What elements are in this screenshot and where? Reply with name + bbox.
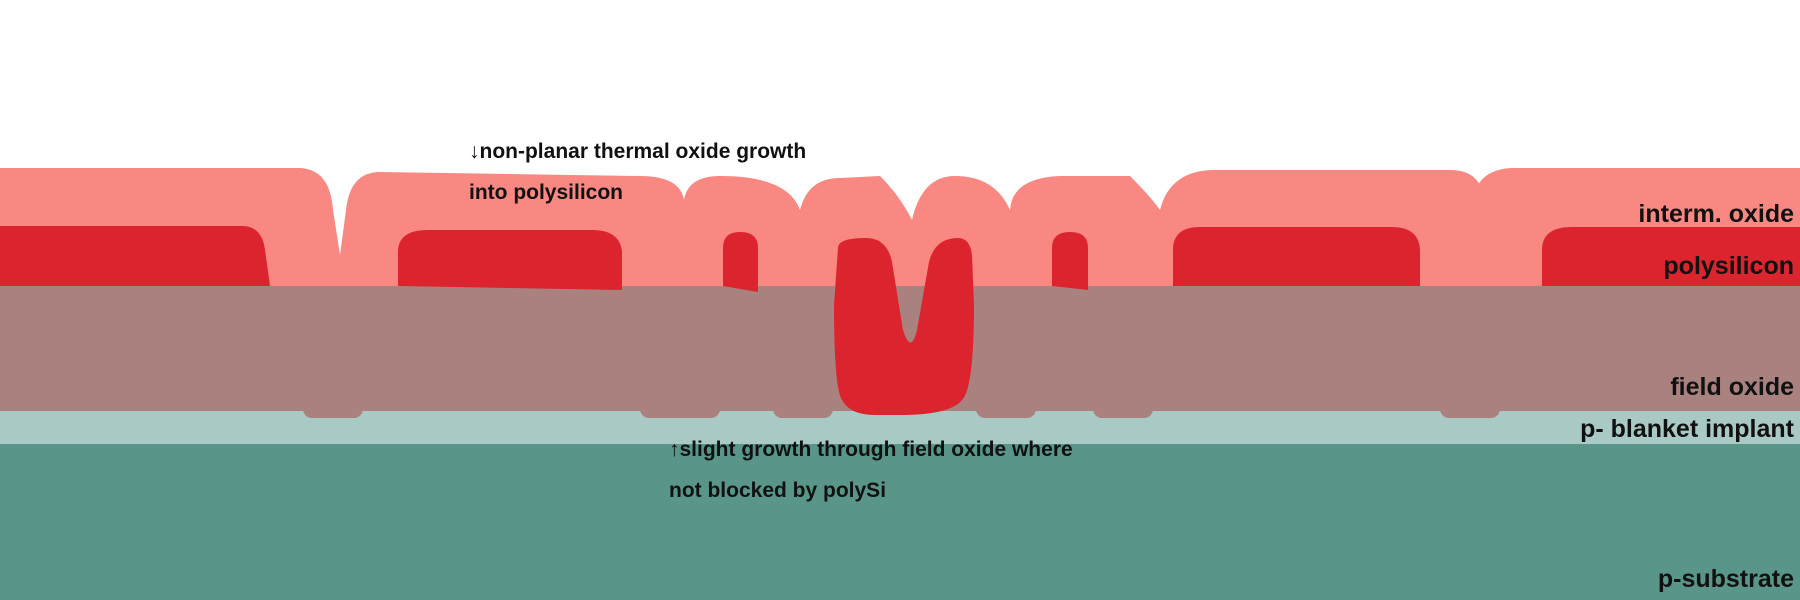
- bottom-annotation-line1: ↑slight growth through field oxide where: [669, 438, 1073, 461]
- field-oxide-label: field oxide: [1670, 373, 1794, 401]
- p-substrate-layer: [0, 443, 1800, 600]
- top-annotation-line2: into polysilicon: [469, 181, 623, 204]
- p-blanket-implant-label: p- blanket implant: [1580, 415, 1795, 443]
- polysilicon-layer: [0, 226, 1800, 415]
- polysilicon-label: polysilicon: [1663, 252, 1794, 280]
- interm-oxide-label: interm. oxide: [1638, 200, 1794, 228]
- intermediate-oxide-layer: [0, 168, 1800, 286]
- top-annotation-line1: ↓non-planar thermal oxide growth: [469, 140, 806, 163]
- p-substrate-label: p-substrate: [1658, 565, 1794, 593]
- bottom-annotation-line2: not blocked by polySi: [669, 479, 886, 502]
